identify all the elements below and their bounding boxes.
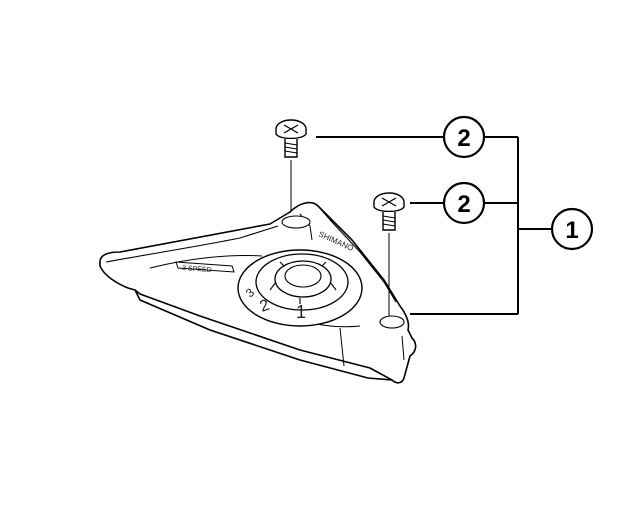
callout-2-top-label: 2 (457, 125, 470, 152)
gear-dial (237, 249, 363, 327)
callout-2-middle: 2 (442, 181, 486, 225)
dial-mark-1: 1 (296, 302, 306, 322)
callout-1-label: 1 (565, 217, 578, 244)
callout-2-top: 2 (442, 115, 486, 159)
leader-lines (316, 136, 551, 315)
speed-label-text: 3 SPEED (182, 265, 212, 274)
screw-top (275, 119, 307, 212)
speed-label-plate: 3 SPEED (175, 261, 235, 274)
callout-1: 1 (550, 207, 594, 251)
screw-middle (373, 192, 405, 316)
callout-2-middle-label: 2 (457, 191, 470, 218)
